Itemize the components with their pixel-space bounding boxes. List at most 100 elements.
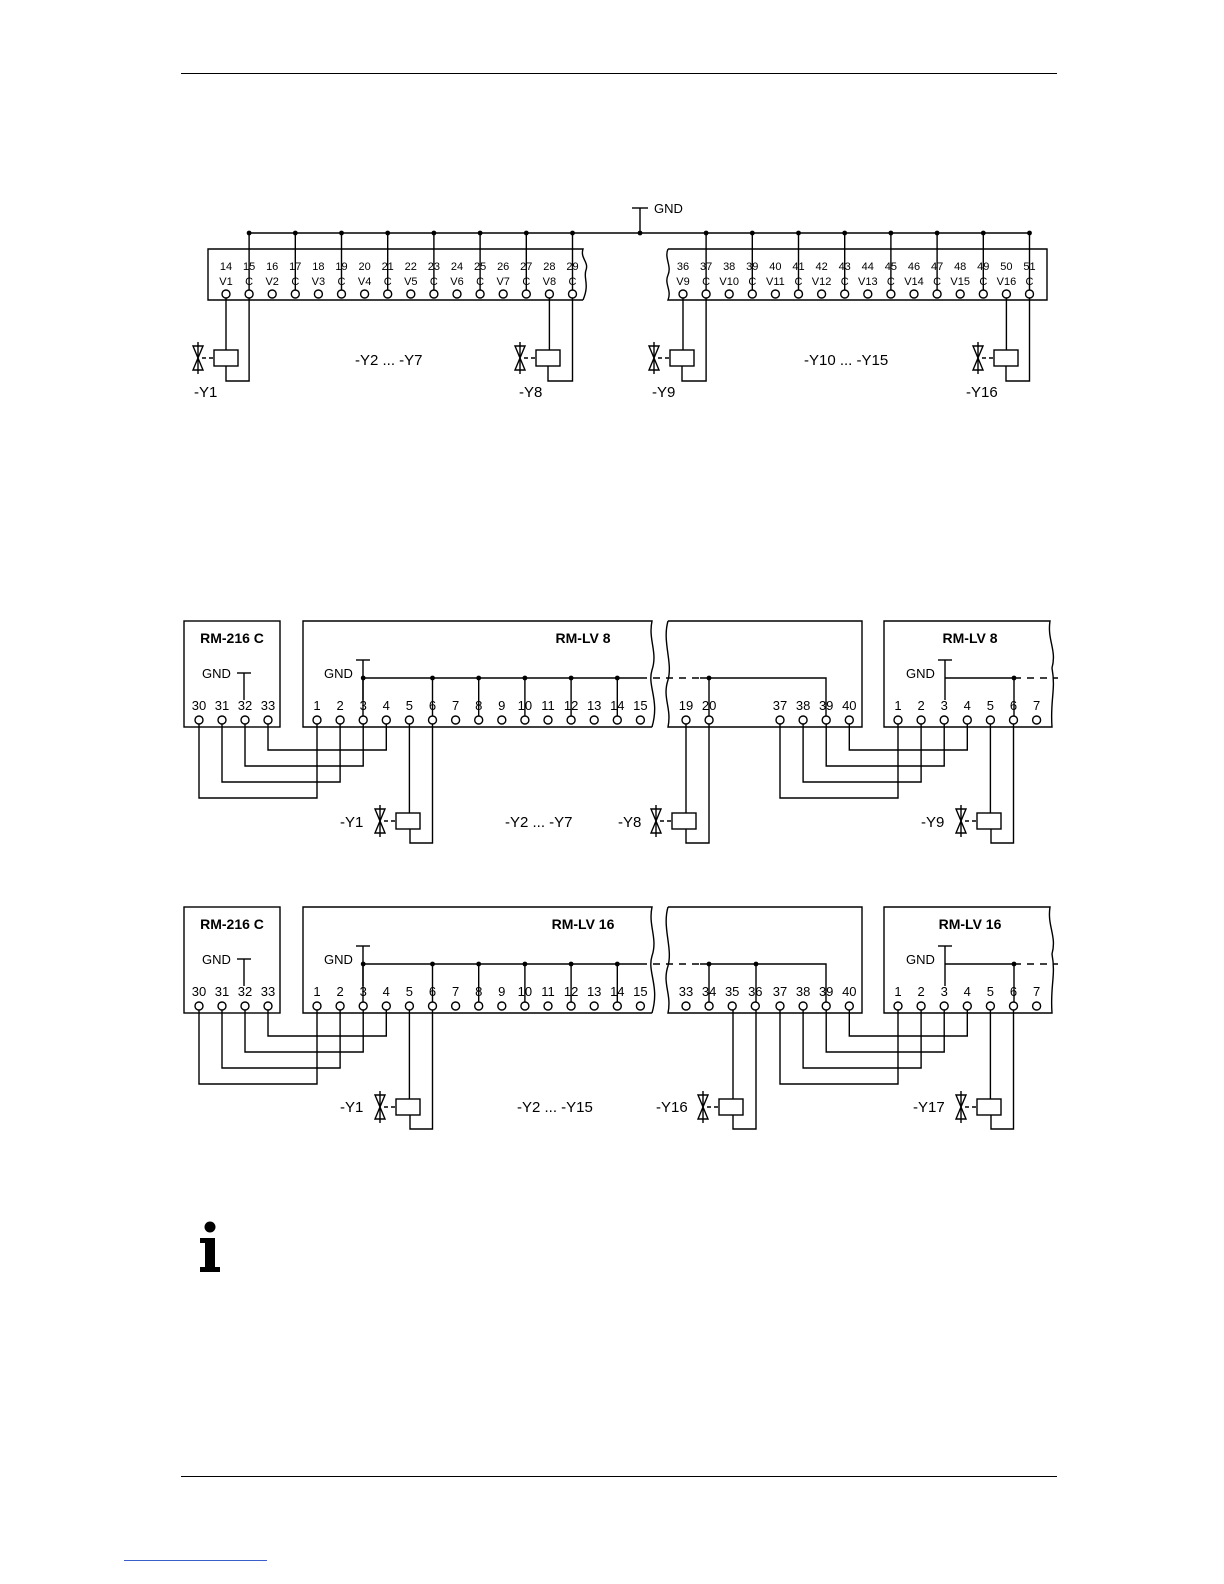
controller-gnd-label: GND	[202, 666, 231, 681]
terminal-name: V14	[904, 276, 924, 288]
wire	[244, 724, 364, 767]
terminal-connector	[770, 289, 781, 299]
terminal-number: 35	[725, 984, 739, 999]
terminal-number: 7	[1033, 698, 1040, 713]
junction-dot	[292, 230, 298, 236]
terminal-name: V10	[719, 276, 739, 288]
info-icon	[200, 1221, 220, 1272]
module-title: RM-LV 16	[552, 916, 615, 932]
terminal-connector	[635, 1001, 646, 1011]
terminal-number: 30	[192, 984, 206, 999]
terminal-connector	[798, 1001, 808, 1011]
terminal-number: 44	[862, 261, 874, 273]
terminal-strip: 14V115C16V217C18V319C20V421C22V523C24V62…	[219, 230, 1036, 299]
terminal-number: 38	[796, 698, 810, 713]
terminal-connector	[520, 1001, 530, 1011]
header-rule	[181, 73, 1057, 74]
valve-range-label: -Y2 ... -Y7	[505, 814, 573, 831]
terminal-number: 1	[894, 698, 901, 713]
rm-lv16-wiring-diagram: RM-216 C GND RM-LV 16 GND RM-LV 16 GND 3…	[183, 906, 1058, 1130]
terminal-number: 38	[723, 261, 735, 273]
terminal-number: 14	[220, 261, 232, 273]
terminal-number: 32	[238, 698, 252, 713]
valve-label-end: -Y8	[618, 814, 641, 831]
junction-dot	[570, 230, 575, 236]
wire	[198, 1010, 318, 1085]
terminal-connector	[635, 715, 646, 725]
terminal-number: 3	[941, 984, 948, 999]
controller-title: RM-216 C	[200, 916, 264, 932]
terminal-number: 1	[894, 984, 901, 999]
terminal-connector	[775, 1001, 785, 1011]
terminal-name: V4	[358, 276, 371, 288]
wire	[547, 298, 574, 382]
wire	[409, 1010, 434, 1130]
terminal-connector	[263, 1001, 273, 1011]
terminal-number: 2	[336, 698, 343, 713]
wire	[267, 1010, 387, 1037]
terminal-connector	[863, 289, 873, 299]
terminal-number: 9	[498, 698, 505, 713]
terminal-connector	[450, 1001, 461, 1011]
valve-label-y9: -Y9	[652, 384, 675, 401]
valve-range-label: -Y2 ... -Y15	[517, 1099, 593, 1116]
controller-box: RM-216 C GND	[183, 620, 281, 728]
terminal-connector	[335, 1001, 345, 1011]
terminal-number: 50	[1000, 261, 1012, 273]
terminal-number: 48	[954, 261, 966, 273]
terminal-number: 11	[541, 984, 555, 999]
terminal-connector	[1008, 1001, 1019, 1011]
terminal-number: 40	[842, 698, 856, 713]
terminal-connector	[474, 1001, 484, 1011]
junction-dot	[477, 230, 483, 236]
terminal-number: 32	[238, 984, 252, 999]
wire	[1005, 298, 1031, 382]
solenoid-valve-icon	[954, 1091, 1002, 1123]
wire	[244, 1010, 364, 1053]
terminal-number: 1	[313, 698, 320, 713]
terminal-number: 4	[383, 698, 390, 713]
footer-rule	[181, 1476, 1057, 1477]
terminal-connector	[589, 715, 599, 725]
wire	[990, 1010, 1015, 1130]
terminal-number: 33	[679, 984, 693, 999]
terminal-connector	[498, 289, 508, 299]
terminal-connector	[312, 1001, 322, 1011]
terminal-connector	[909, 289, 919, 299]
terminal-connector	[1031, 715, 1042, 725]
terminal-connector	[962, 1001, 972, 1011]
module-gnd-label: GND	[324, 952, 353, 967]
terminal-number: 31	[215, 698, 229, 713]
solenoid-valve-icon	[649, 805, 697, 837]
terminal-connector	[497, 715, 507, 725]
junction-dot	[246, 230, 252, 236]
terminal-connector	[240, 1001, 250, 1011]
junction-dot	[749, 230, 755, 236]
terminal-connector	[543, 1001, 553, 1011]
terminal-name: V6	[450, 276, 463, 288]
terminal-connector	[704, 1001, 714, 1011]
solenoid-valve-icon	[373, 805, 421, 837]
module-box: RM-LV 16 GND	[302, 906, 863, 1014]
module-box: RM-LV 8 GND	[302, 620, 863, 728]
terminal-connector	[750, 1001, 760, 1011]
terminal-connector	[681, 1001, 691, 1011]
terminal-connector	[589, 1001, 599, 1011]
terminal-number: 7	[452, 984, 459, 999]
terminal-name: V16	[997, 276, 1017, 288]
wire	[779, 724, 899, 799]
valve-label-next: -Y9	[921, 814, 944, 831]
terminal-number: 22	[405, 261, 417, 273]
wire	[700, 677, 827, 716]
junction-dot	[523, 230, 529, 236]
wire	[990, 724, 1015, 844]
valve-label-y1: -Y1	[340, 1099, 363, 1116]
terminal-connector	[359, 289, 370, 299]
solenoid-valve-icon	[696, 1091, 744, 1123]
terminal-connector	[313, 289, 324, 299]
solenoid-valve-icon	[954, 805, 1002, 837]
terminal-name: V11	[766, 276, 785, 288]
terminal-number: 5	[406, 984, 413, 999]
terminal-number: 2	[917, 698, 924, 713]
